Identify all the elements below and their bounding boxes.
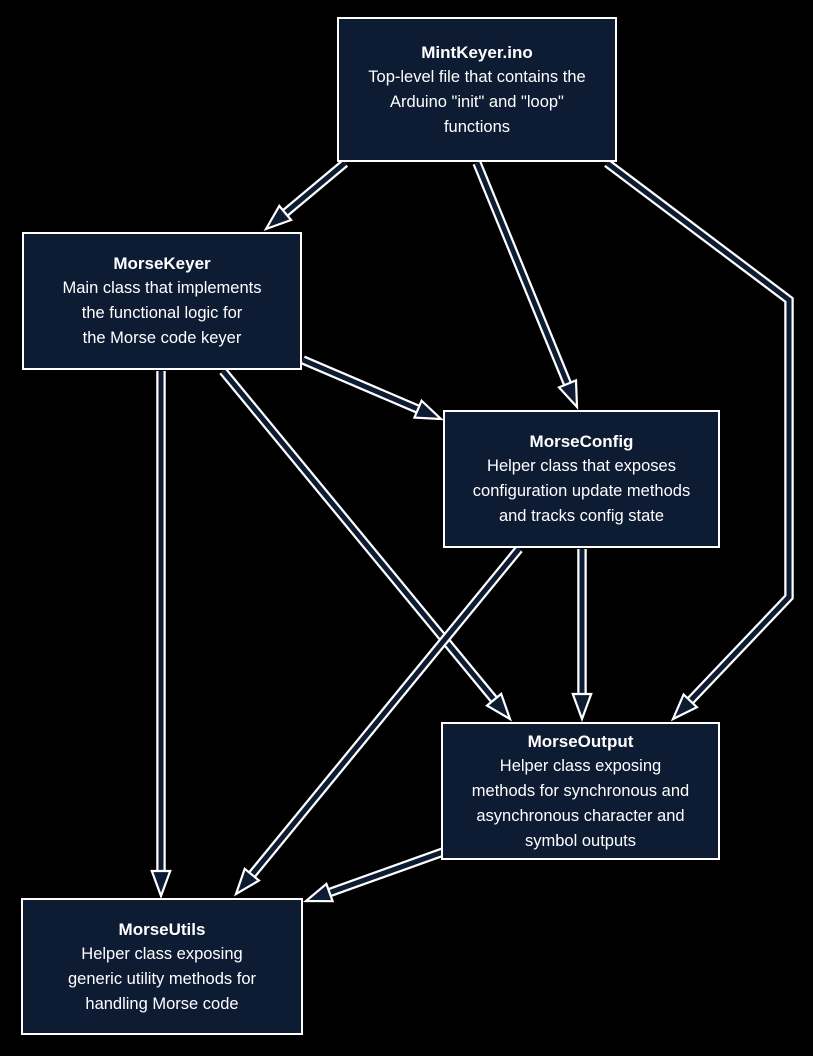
arrowhead-icon <box>412 398 444 421</box>
node-morsekeyer[interactable]: MorseKeyer Main class that implements th… <box>22 232 302 370</box>
arrowhead-icon <box>670 692 699 722</box>
edge-line <box>249 547 521 877</box>
node-title: MintKeyer.ino <box>421 42 533 62</box>
edge-line <box>605 161 792 703</box>
edge-line <box>302 357 419 412</box>
edge-line <box>221 369 497 702</box>
arrowhead-icon <box>571 692 593 723</box>
node-description: Helper class exposing methods for synchr… <box>471 756 690 850</box>
edge-line <box>328 849 444 895</box>
node-mintkeyer-ino[interactable]: MintKeyer.ino Top-level file that contai… <box>337 17 617 162</box>
edge-line <box>283 161 347 215</box>
node-morseconfig[interactable]: MorseConfig Helper class that exposes co… <box>443 410 720 548</box>
arrowhead-icon <box>233 866 261 897</box>
edge-morseoutput-to-morseutils <box>303 847 445 903</box>
edge-morseconfig-to-morseoutput <box>571 549 593 723</box>
edge-mintkeyer-ino-to-morsekeyer <box>263 159 349 232</box>
node-morseutils[interactable]: MorseUtils Helper class exposing generic… <box>21 898 303 1035</box>
node-description: Helper class exposing generic utility me… <box>67 944 256 1013</box>
edge-line <box>474 162 570 385</box>
edge-morsekeyer-to-morseoutput <box>219 367 513 722</box>
arrowhead-icon <box>485 692 513 722</box>
edge-mintkeyer-ino-to-morseconfig <box>472 161 579 410</box>
edge-morsekeyer-to-morseutils <box>150 371 172 900</box>
node-description: Top-level file that contains the Arduino… <box>368 67 586 136</box>
node-morseoutput[interactable]: MorseOutput Helper class exposing method… <box>441 722 720 860</box>
node-title: MorseUtils <box>118 919 206 939</box>
node-title: MorseKeyer <box>113 254 211 273</box>
arrowhead-icon <box>263 203 293 232</box>
edge-morsekeyer-to-morseconfig <box>301 355 444 421</box>
edge-mintkeyer-ino-to-morseoutput <box>604 159 794 722</box>
node-description: Main class that implements the functiona… <box>62 279 262 347</box>
arrowhead-icon <box>150 869 172 900</box>
node-title: MorseConfig <box>529 432 634 451</box>
arrowhead-icon <box>303 882 335 903</box>
node-title: MorseOutput <box>527 731 634 751</box>
edge-morseconfig-to-morseutils <box>233 545 523 897</box>
node-description: Helper class that exposes configuration … <box>472 457 691 525</box>
arrowhead-icon <box>557 378 579 410</box>
